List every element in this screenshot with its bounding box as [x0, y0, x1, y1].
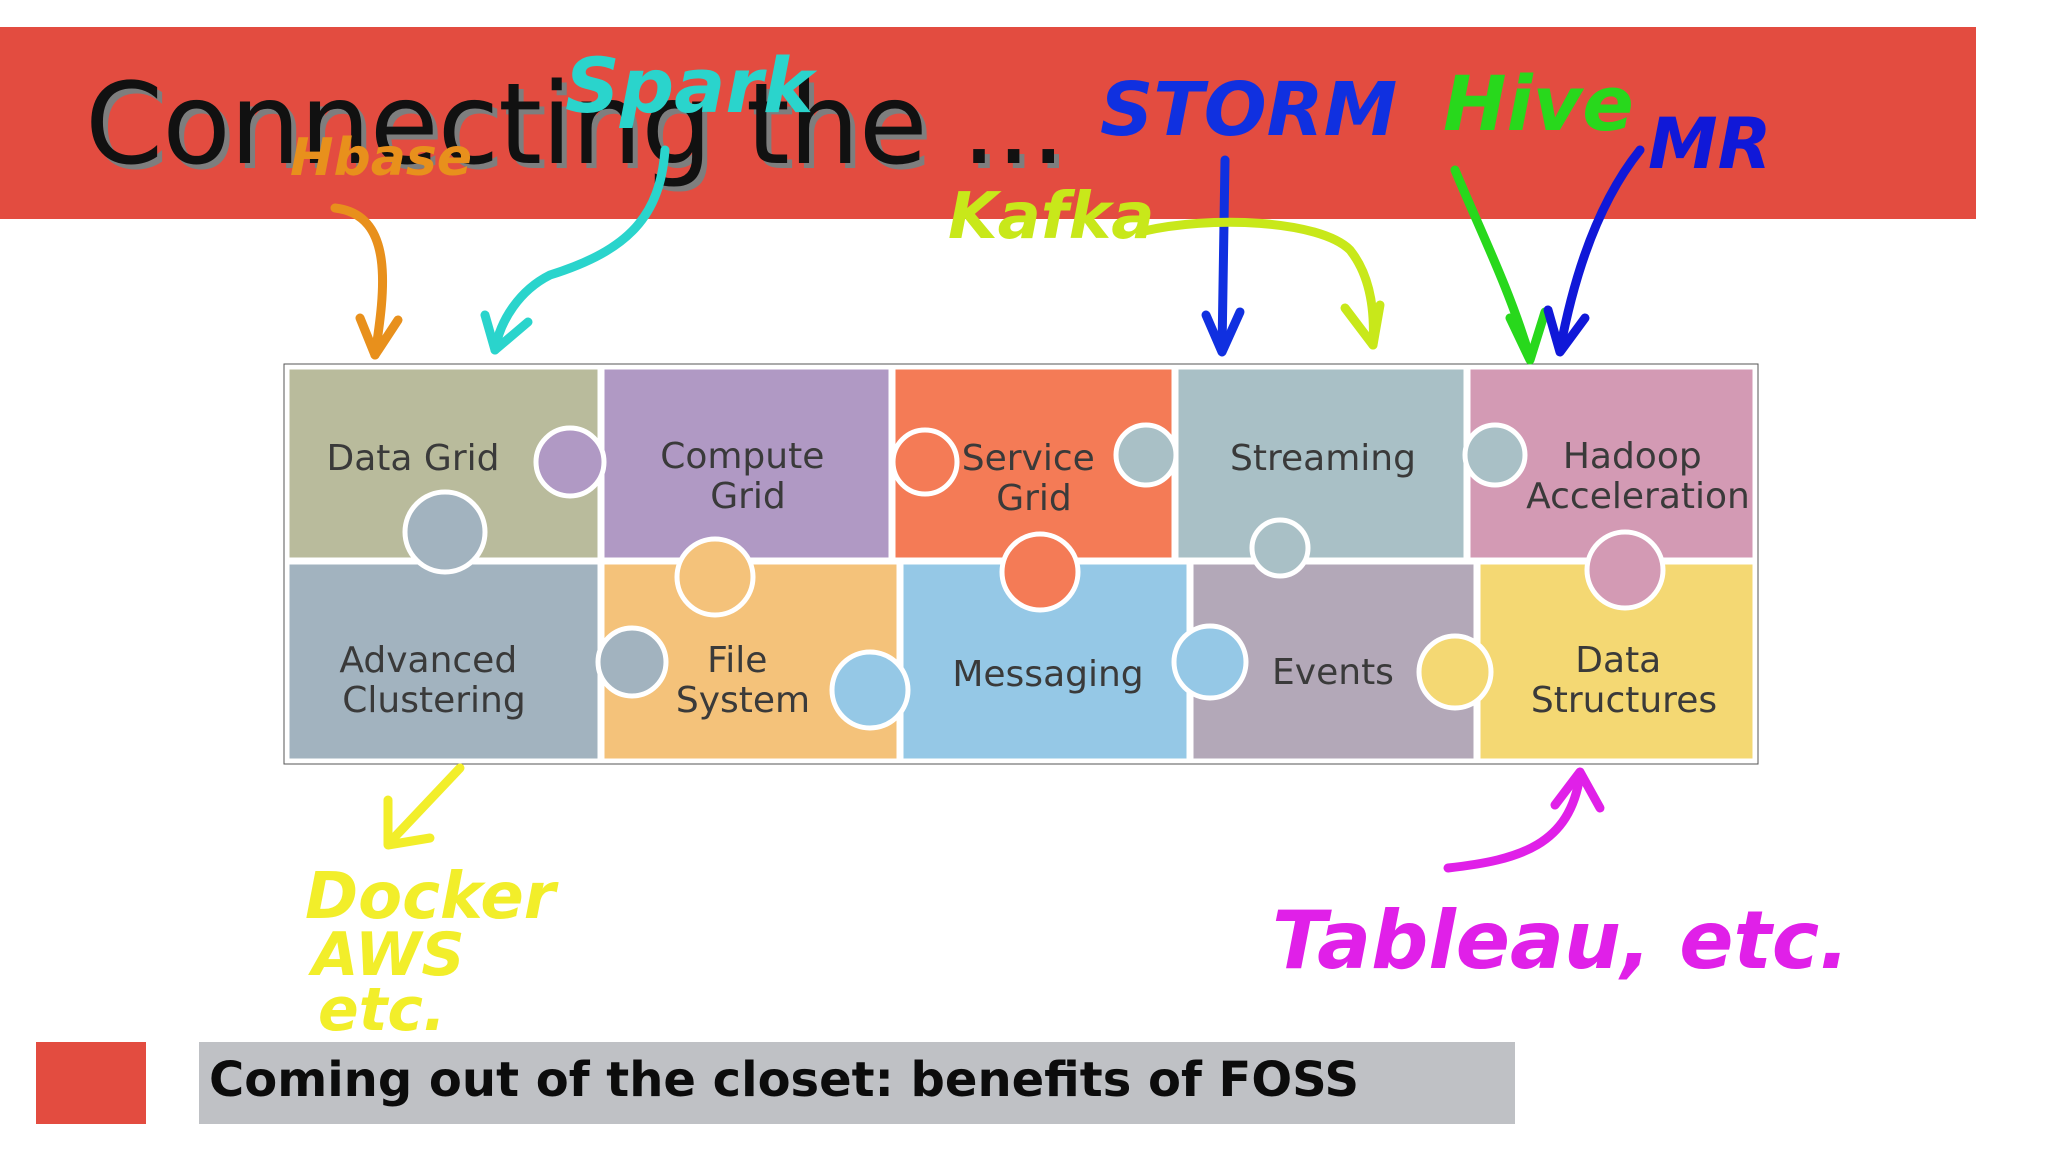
piece-label: Events: [1272, 652, 1394, 693]
puzzle-knob: [595, 625, 669, 699]
piece-label-line: Compute: [660, 436, 824, 477]
annotation-arrowhead: [1505, 307, 1550, 365]
annotation-arrow: [1217, 155, 1230, 355]
puzzle-piece: [1173, 364, 1469, 563]
annotation-arrow: [1135, 217, 1378, 350]
footer-bar: [199, 1042, 1515, 1124]
piece-label-line: Structures: [1531, 680, 1717, 721]
annotation-kafka: Kafka: [948, 180, 1154, 254]
title-band: [0, 27, 1976, 219]
slide-title: Connecting the ...: [85, 60, 1066, 190]
puzzle-knob: [1416, 633, 1494, 711]
piece-label-line: Clustering: [342, 680, 525, 721]
puzzle-knob: [999, 531, 1081, 613]
annotation-arrow: [1443, 770, 1585, 873]
piece-label-line: Acceleration: [1526, 476, 1750, 517]
puzzle-piece: [284, 559, 603, 764]
puzzle-knob: [533, 425, 607, 499]
piece-label: Messaging: [952, 654, 1143, 695]
annotation-arrow: [385, 763, 465, 847]
annotation-arrowhead: [383, 795, 435, 850]
puzzle-knob: [890, 427, 960, 497]
annotation-mr: MR: [1648, 103, 1772, 185]
annotation-arrow: [1555, 145, 1645, 355]
piece-label: File System: [676, 640, 810, 721]
piece-label-line: Hadoop: [1563, 436, 1702, 477]
puzzle-knob: [1171, 623, 1249, 701]
piece-label: Hadoop Acceleration: [1526, 436, 1750, 517]
annotation-hive: Hive: [1443, 59, 1634, 148]
annotation-arrowhead: [355, 313, 403, 360]
piece-label: Data Grid: [327, 438, 500, 479]
annotation-hbase: Hbase: [290, 128, 472, 188]
annotation-aws: AWS: [308, 920, 465, 990]
annotation-arrow: [490, 145, 670, 355]
puzzle-knob: [1113, 422, 1179, 488]
footer-text: Coming out of the closet: benefits of FO…: [209, 1052, 1360, 1108]
piece-label: Advanced Clustering: [339, 640, 528, 721]
annotation-etc: etc.: [318, 975, 446, 1045]
piece-label-line: Grid: [710, 476, 786, 517]
annotation-arrowhead: [1550, 767, 1605, 813]
piece-label-line: File: [707, 640, 767, 681]
annotation-docker: Docker: [305, 860, 559, 934]
puzzle-knob: [1249, 517, 1311, 579]
annotation-storm: STORM: [1100, 67, 1397, 153]
piece-label-line: Data: [1575, 640, 1661, 681]
piece-label-line: Advanced: [339, 640, 517, 681]
puzzle-knob: [1584, 529, 1666, 611]
piece-label: Data Structures: [1531, 640, 1717, 721]
piece-label: Streaming: [1230, 438, 1416, 479]
piece-label-line: Grid: [996, 478, 1072, 519]
annotation-arrowhead: [1201, 307, 1245, 357]
piece-label-line: System: [676, 680, 810, 721]
puzzle-knob: [1462, 422, 1528, 488]
annotation-arrowhead: [1543, 305, 1590, 357]
puzzle-knob: [402, 489, 488, 575]
annotation-tableau: Tableau, etc.: [1272, 894, 1850, 987]
piece-label: Service Grid: [962, 438, 1107, 519]
puzzle-knob: [829, 649, 911, 731]
annotation-arrowhead: [480, 310, 533, 355]
annotation-arrowhead: [1340, 300, 1385, 350]
puzzle-knob: [674, 536, 756, 618]
footer-accent-square: [36, 1042, 146, 1124]
piece-label-line: Service: [962, 438, 1095, 479]
annotation-arrow: [330, 203, 388, 360]
annotation-spark: Spark: [565, 41, 818, 130]
piece-label: Compute Grid: [660, 436, 836, 517]
